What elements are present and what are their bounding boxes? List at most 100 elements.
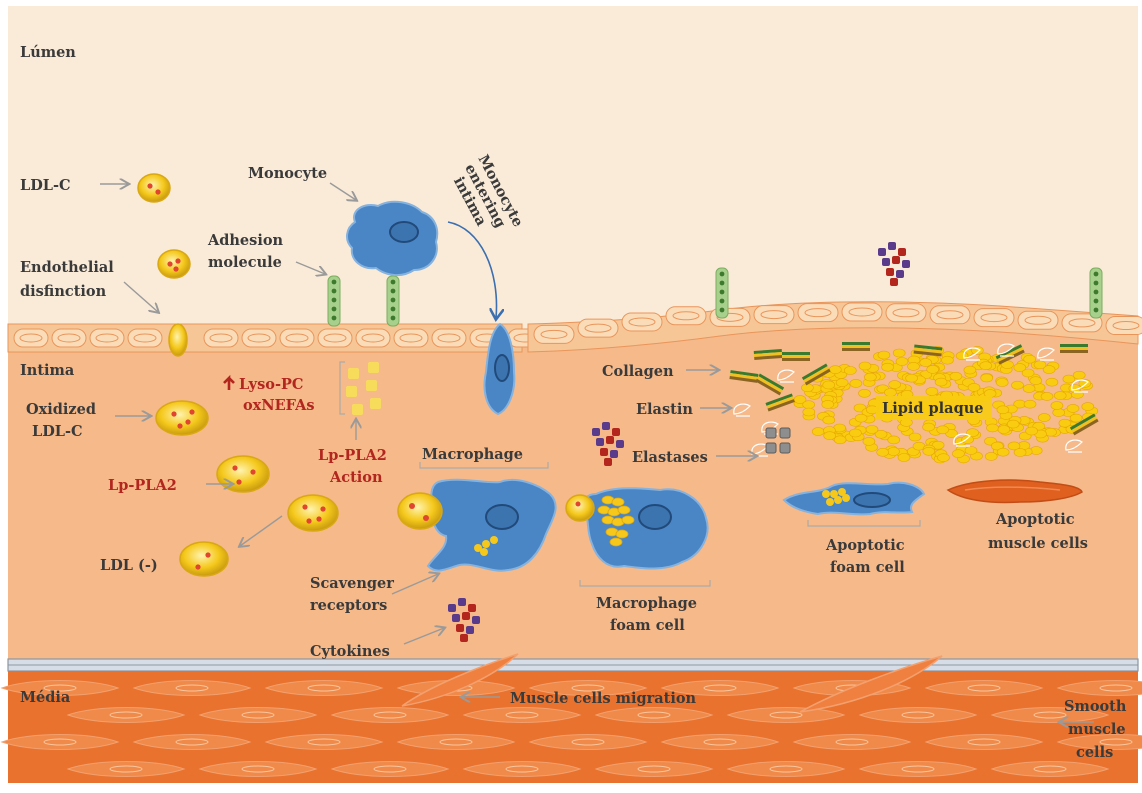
plaque-lipid <box>896 358 908 366</box>
label-scavenger-2: receptors <box>310 597 387 614</box>
label-intima: Intima <box>20 362 75 379</box>
plaque-lipid <box>884 389 896 397</box>
plaque-lipid <box>987 424 999 432</box>
label-ldl-c: LDL-C <box>20 177 71 194</box>
plaque-lipid <box>1054 392 1066 400</box>
plaque-lipid <box>803 408 815 416</box>
plaque-lipid <box>823 416 835 424</box>
label-apoptotic-foam-1: Apoptotic <box>825 537 905 554</box>
label-cytokines: Cytokines <box>310 643 390 660</box>
label-oxnefas: oxNEFAs <box>243 397 314 414</box>
plaque-lipid <box>1053 409 1065 417</box>
plaque-lipid <box>909 433 921 441</box>
endothelial-cell <box>1106 317 1142 335</box>
adhesion-molecule <box>716 268 728 318</box>
label-monocyte: Monocyte <box>248 165 327 182</box>
plaque-lipid <box>855 414 867 422</box>
label-apoptotic-muscle-2: muscle cells <box>988 535 1088 552</box>
lipid-droplet <box>618 506 630 514</box>
plaque-lipid <box>888 436 900 444</box>
plaque-lipid <box>823 381 835 389</box>
endothelial-cell <box>1018 311 1058 329</box>
plaque-lipid <box>1070 414 1082 422</box>
plaque-lipid <box>996 379 1008 387</box>
plaque-lipid <box>893 349 905 357</box>
plaque-lipid <box>1073 371 1085 379</box>
endothelial-cell <box>204 329 238 347</box>
lipid-droplet <box>622 516 634 524</box>
plaque-lipid <box>998 426 1010 434</box>
label-smooth-muscle-3: cells <box>1076 744 1113 761</box>
endothelial-cell <box>622 313 662 331</box>
label-lp-pla2: Lp-PLA2 <box>108 477 177 494</box>
adhesion-molecule <box>1090 268 1102 318</box>
lipid-droplet <box>610 538 622 546</box>
plaque-lipid <box>1067 404 1079 412</box>
adhesion-molecule <box>387 276 399 326</box>
label-scavenger-1: Scavenger <box>310 575 394 592</box>
plaque-lipid <box>950 372 962 380</box>
lipid-droplet <box>612 498 624 506</box>
plaque-lipid <box>937 454 949 462</box>
endothelial-cell <box>432 329 466 347</box>
plaque-lipid <box>824 432 836 440</box>
plaque-lipid <box>864 373 876 381</box>
lipid-droplet <box>616 530 628 538</box>
plaque-lipid <box>1024 400 1036 408</box>
label-macrophage-foam-2: foam cell <box>610 617 685 634</box>
endothelial-cell <box>14 329 48 347</box>
label-lipid-plaque: Lipid plaque <box>882 400 984 417</box>
plaque-lipid <box>1046 378 1058 386</box>
collagen-fiber <box>842 342 870 351</box>
plaque-lipid <box>941 356 953 364</box>
plaque-lipid <box>1012 381 1024 389</box>
ldl-particle <box>156 401 208 435</box>
plaque-lipid <box>952 450 964 458</box>
label-apoptotic-muscle-1: Apoptotic <box>995 511 1075 528</box>
label-lp-pla2-action-1: Lp-PLA2 <box>318 447 387 464</box>
label-muscle-migration: Muscle cells migration <box>510 690 697 707</box>
endothelial-cell <box>974 309 1014 327</box>
plaque-lipid <box>889 381 901 389</box>
plaque-lipid <box>1034 361 1046 369</box>
label-media: Média <box>20 689 71 706</box>
lumen-region <box>8 6 1138 351</box>
endothelial-cell <box>842 303 882 321</box>
plaque-lipid <box>956 352 968 360</box>
plaque-lipid <box>997 448 1009 456</box>
plaque-lipid <box>1030 377 1042 385</box>
plaque-lipid <box>937 426 949 434</box>
plaque-lipid <box>1041 392 1053 400</box>
plaque-lipid <box>985 452 997 460</box>
collagen-fiber <box>782 352 810 361</box>
label-endothelial-2: disfinction <box>20 283 107 300</box>
label-oxidized-2: LDL-C <box>32 423 83 440</box>
label-smooth-muscle-1: Smooth <box>1064 698 1127 715</box>
plaque-lipid <box>812 428 824 436</box>
plaque-lipid <box>1014 449 1026 457</box>
plaque-lipid <box>866 426 878 434</box>
plaque-lipid <box>1038 414 1050 422</box>
endothelial-cell <box>280 329 314 347</box>
ox-ldl-entering <box>398 493 442 529</box>
label-lumen: Lúmen <box>20 44 76 61</box>
plaque-lipid <box>1082 403 1094 411</box>
endothelial-cell <box>318 329 352 347</box>
endothelial-cell <box>242 329 276 347</box>
ldl-transmigrating <box>169 324 187 356</box>
ldl-particle <box>158 250 190 278</box>
plaque-lipid <box>926 388 938 396</box>
plaque-lipid <box>980 362 992 370</box>
plaque-lipid <box>803 401 815 409</box>
label-adhesion-2: molecule <box>208 254 282 271</box>
plaque-lipid <box>850 379 862 387</box>
plaque-lipid <box>964 366 976 374</box>
plaque-lipid <box>906 374 918 382</box>
plaque-lipid <box>849 429 861 437</box>
collagen-fiber <box>1060 344 1088 353</box>
label-macrophage-foam-1: Macrophage <box>596 595 697 612</box>
endothelial-cell <box>578 319 618 337</box>
endothelial-cell <box>930 306 970 324</box>
plaque-lipid <box>877 448 889 456</box>
